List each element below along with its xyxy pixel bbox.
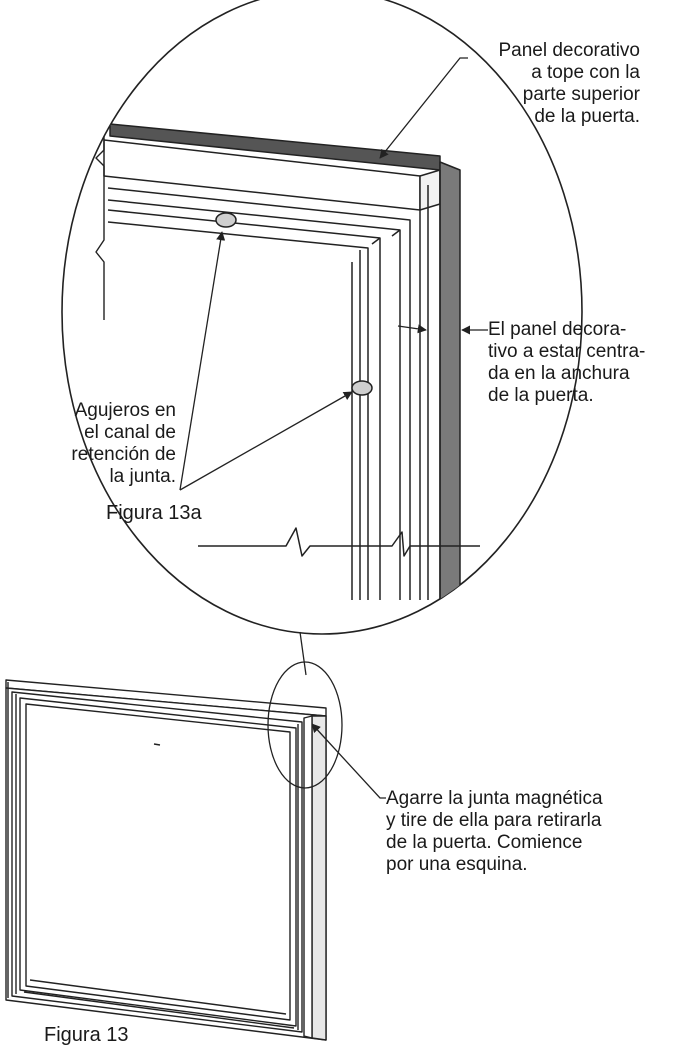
decorative-panel-side: [439, 161, 461, 601]
gasket-channel: [107, 187, 411, 600]
corner-detail-ellipse: [267, 661, 343, 789]
figure-label-main: Figura 13: [44, 1024, 129, 1046]
gasket-hole-top: [215, 212, 237, 228]
leader-panel-center-a: [397, 324, 427, 334]
break-line-bottom: [198, 527, 480, 557]
leader-holes: [179, 231, 226, 491]
detail-connector-line: [299, 631, 307, 676]
callout-gasket: Agarre la junta magnética y tire de ella…: [386, 788, 603, 875]
leader-panel-top: [379, 57, 468, 159]
leader-lines: [179, 57, 488, 799]
break-line-left: [95, 120, 105, 320]
callout-panel-top: Panel decorativo a tope con la parte sup…: [498, 40, 640, 127]
callout-holes: Agujeros en el canal de retención de la …: [71, 400, 176, 487]
leader-gasket: [311, 723, 386, 799]
door-top-rail-end: [419, 169, 441, 211]
leader-holes-side: [179, 391, 353, 491]
figure-label-detail: Figura 13a: [106, 502, 202, 524]
detail-zoom-view: [61, 0, 583, 635]
callout-panel-center: El panel decora- tivo a estar centra- da…: [488, 319, 646, 406]
door-main-view: [5, 679, 327, 1041]
gasket-hole-side: [351, 380, 373, 396]
